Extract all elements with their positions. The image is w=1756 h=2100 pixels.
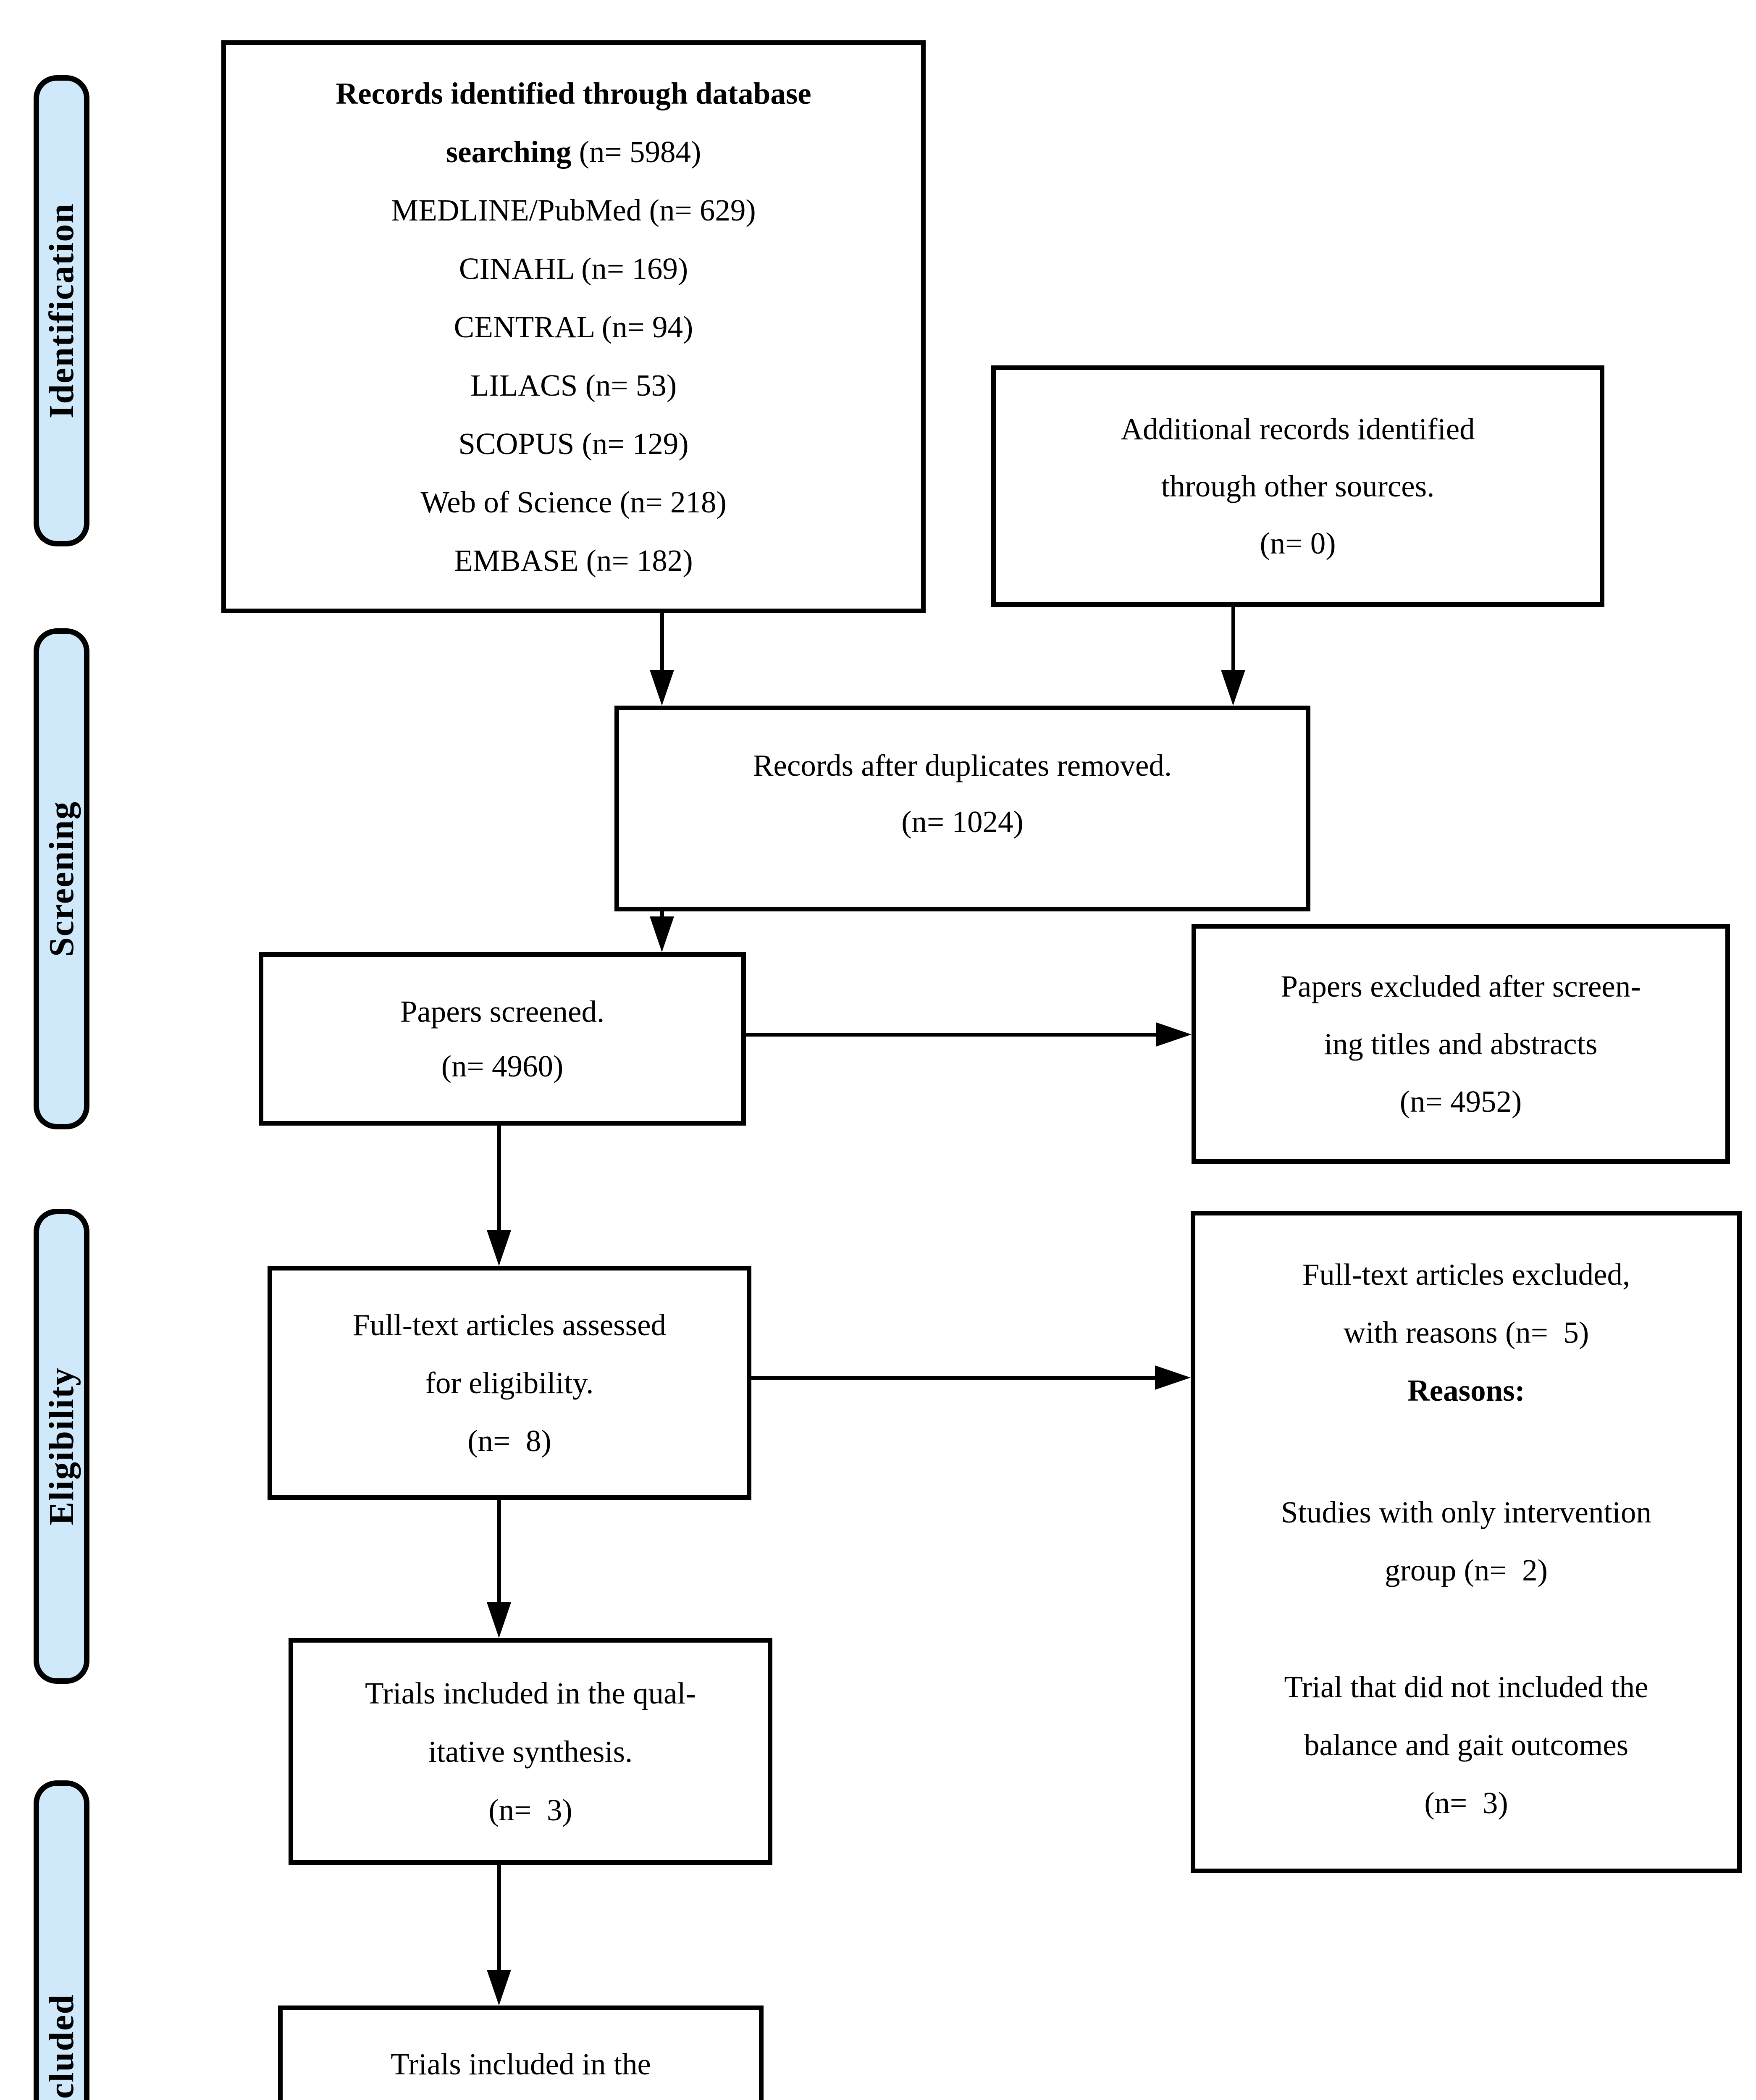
screened-line1: Papers screened. [400, 994, 605, 1029]
stage-eligibility-label: Eligibility [42, 1367, 81, 1525]
arrow-fulltext-to-qualitative-line [497, 1499, 501, 1604]
additional-line2: through other sources. [1161, 469, 1435, 503]
arrow-fulltext-to-ftexcluded-line [751, 1376, 1156, 1380]
stage-identification-label: Identification [42, 203, 81, 419]
box-papers-screened: Papers screened. (n= 4960) [259, 952, 746, 1126]
ft-excluded-line2: with reasons (n= 5) [1343, 1315, 1589, 1349]
box-papers-excluded: Papers excluded after screen- ing titles… [1192, 924, 1730, 1164]
excluded-line2: ing titles and abstracts [1324, 1027, 1598, 1061]
arrow-down-icon [487, 1602, 511, 1638]
reason2-line1: Trial that did not included the [1284, 1670, 1648, 1704]
box-duplicates-removed: Records after duplicates removed. (n= 10… [614, 706, 1310, 911]
quantitative-line1: Trials included in the [391, 2047, 651, 2081]
stage-screening-label: Screening [42, 801, 81, 957]
arrow-right-icon [1155, 1365, 1191, 1390]
fulltext-line1: Full-text articles assessed [352, 1307, 667, 1342]
arrow-down-icon [650, 670, 674, 706]
additional-line1: Additional records identified [1121, 412, 1475, 446]
stage-included-label: Included [42, 1994, 81, 2100]
reason2-count: (n= 3) [1424, 1786, 1508, 1820]
arrow-duplicates-to-screened-line [660, 909, 664, 920]
arrow-records-to-duplicates-line [660, 611, 664, 672]
reason1-line1: Studies with only intervention [1281, 1495, 1652, 1529]
source-line-webofscience: Web of Science (n= 218) [420, 485, 727, 519]
arrow-down-icon [487, 1970, 511, 2006]
ft-excluded-reasons-label: Reasons: [1407, 1373, 1525, 1407]
box-additional-records: Additional records identified through ot… [991, 365, 1604, 607]
excluded-line1: Papers excluded after screen- [1281, 969, 1641, 1003]
arrow-qualitative-to-quantitative-line [497, 1864, 501, 1971]
source-line-embase: EMBASE (n= 182) [454, 543, 693, 578]
source-line-medline: MEDLINE/PubMed (n= 629) [391, 193, 756, 227]
fulltext-count: (n= 8) [467, 1423, 551, 1458]
stage-eligibility: Eligibility [34, 1209, 89, 1684]
qualitative-line2: itative synthesis. [428, 1734, 633, 1769]
records-heading-bold: searching [446, 134, 572, 169]
stage-identification: Identification [34, 75, 89, 546]
stage-screening: Screening [34, 628, 89, 1129]
arrow-down-icon [1221, 670, 1245, 706]
arrow-down-icon [650, 916, 674, 952]
box-records-identified: Records identified through database sear… [221, 40, 926, 613]
ft-excluded-line1: Full-text articles excluded, [1302, 1257, 1630, 1292]
records-heading-line1: Records identified through database [336, 76, 811, 110]
arrow-additional-to-duplicates-line [1231, 605, 1235, 672]
box-fulltext-assessed: Full-text articles assessed for eligibil… [268, 1266, 751, 1500]
quantitative-line2: quantitative synthesis [388, 2094, 654, 2100]
box-qualitative-synthesis: Trials included in the qual- itative syn… [289, 1638, 772, 1865]
arrow-screened-to-fulltext-line [497, 1125, 501, 1232]
records-heading-count: (n= 5984) [571, 134, 701, 169]
records-heading-line2: searching (n= 5984) [446, 123, 701, 181]
box-quantitative-synthesis: Trials included in the quantitative synt… [278, 2006, 764, 2100]
arrow-screened-to-excluded-line [745, 1033, 1157, 1037]
duplicates-line1: Records after duplicates removed. [753, 748, 1172, 782]
duplicates-count: (n= 1024) [901, 805, 1024, 839]
excluded-count: (n= 4952) [1399, 1084, 1522, 1118]
fulltext-line2: for eligibility. [425, 1365, 594, 1400]
reason1-line2: group (n= 2) [1385, 1553, 1548, 1587]
box-fulltext-excluded: Full-text articles excluded, with reason… [1191, 1211, 1742, 1873]
qualitative-line1: Trials included in the qual- [365, 1676, 696, 1710]
qualitative-count: (n= 3) [488, 1793, 572, 1827]
arrow-right-icon [1156, 1022, 1192, 1047]
arrow-down-icon [487, 1230, 511, 1266]
stage-included: Included [34, 1780, 89, 2100]
reason2-line2: balance and gait outcomes [1304, 1728, 1629, 1762]
source-line-scopus: SCOPUS (n= 129) [458, 426, 689, 461]
source-line-cinahl: CINAHL (n= 169) [459, 251, 688, 286]
screened-count: (n= 4960) [441, 1049, 564, 1083]
additional-count: (n= 0) [1260, 526, 1336, 560]
source-line-lilacs: LILACS (n= 53) [470, 368, 677, 402]
source-line-central: CENTRAL (n= 94) [454, 310, 693, 344]
